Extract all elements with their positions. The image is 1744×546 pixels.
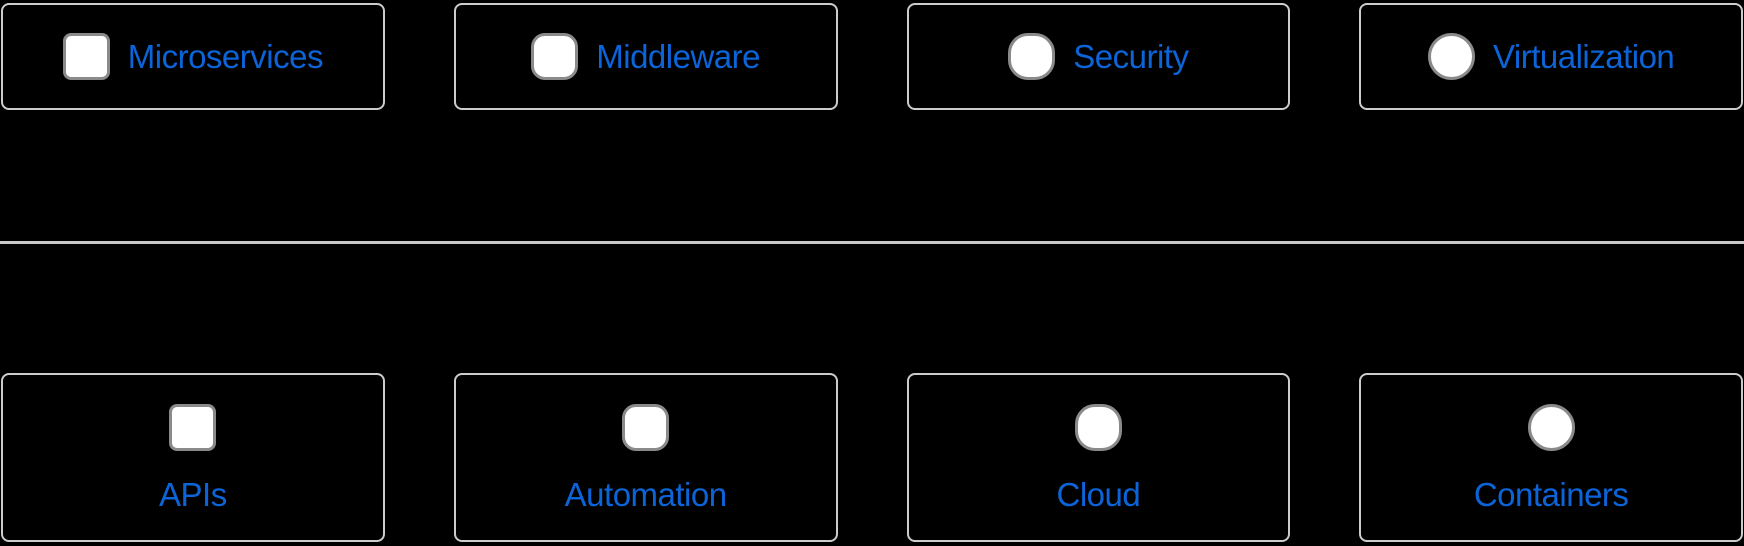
tile-virtualization[interactable]: Virtualization — [1359, 3, 1743, 110]
tile-cloud[interactable]: Cloud — [906, 373, 1291, 542]
tile-containers[interactable]: Containers — [1359, 373, 1743, 542]
tile-section-stacked: APIs Automation Cloud Containers — [1, 373, 1743, 542]
rounded-square-md-icon — [622, 404, 670, 451]
rounded-square-sm-icon — [62, 33, 110, 80]
rounded-square-lg-icon — [1074, 404, 1122, 451]
tile-label: Microservices — [127, 38, 324, 75]
circle-icon — [1527, 404, 1575, 451]
tile-section-horizontal: Microservices Middleware Security Virtua… — [1, 3, 1743, 110]
circle-icon — [1427, 33, 1475, 80]
section-divider — [0, 241, 1744, 244]
tile-label: Containers — [1473, 476, 1629, 513]
tile-automation[interactable]: Automation — [453, 373, 838, 542]
rounded-square-lg-icon — [1008, 33, 1056, 80]
tile-microservices[interactable]: Microservices — [1, 3, 385, 110]
tile-security[interactable]: Security — [906, 3, 1291, 110]
tile-label: Virtualization — [1492, 38, 1675, 75]
tile-label: Security — [1073, 38, 1189, 75]
tile-apis[interactable]: APIs — [1, 373, 385, 542]
rounded-square-sm-icon — [169, 404, 217, 451]
rounded-square-md-icon — [531, 33, 579, 80]
tile-label: Middleware — [596, 38, 760, 75]
tile-label: APIs — [159, 476, 227, 513]
tile-middleware[interactable]: Middleware — [453, 3, 838, 110]
tile-label: Automation — [564, 476, 727, 513]
tile-label: Cloud — [1056, 476, 1141, 513]
